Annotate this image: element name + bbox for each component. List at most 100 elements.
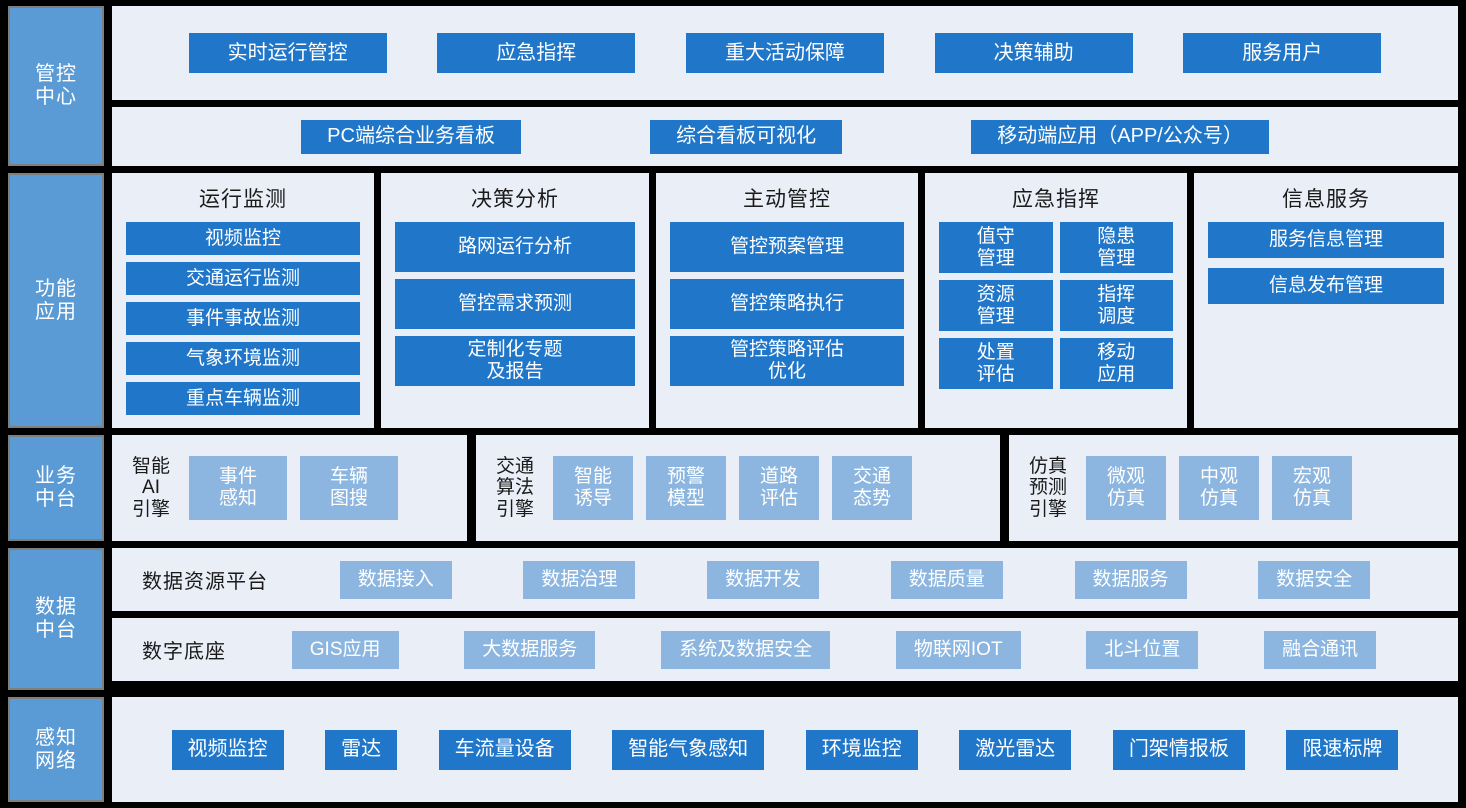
chip-dashboard-visualization[interactable]: 综合看板可视化 (650, 119, 843, 154)
group-label-ai-engine: 智能 AI 引擎 (132, 456, 171, 520)
chip-gis-application[interactable]: GIS应用 (291, 630, 399, 669)
chip-decision-support[interactable]: 决策辅助 (934, 33, 1133, 73)
chip-traffic-operation-monitoring[interactable]: 交通运行监测 (126, 262, 360, 295)
control-center-bottom-panel: PC端综合业务看板 综合看板可视化 移动端应用（APP/公众号） (112, 107, 1458, 166)
group-label-simulation-prediction-engine: 仿真 预测 引擎 (1029, 456, 1068, 520)
column-items-active-control: 管控预案管理 管控策略执行 管控策略评估 优化 (670, 222, 904, 386)
chip-macro-simulation[interactable]: 宏观 仿真 (1272, 456, 1353, 520)
chip-meso-simulation[interactable]: 中观 仿真 (1179, 456, 1260, 520)
layer-tag-functional-application: 功能 应用 (8, 173, 104, 428)
chip-information-release-management[interactable]: 信息发布管理 (1208, 268, 1444, 304)
column-decision-analysis: 决策分析 路网运行分析 管控需求预测 定制化专题 及报告 (381, 173, 649, 428)
chip-data-quality[interactable]: 数据质量 (890, 560, 1003, 599)
functional-application-columns: 运行监测 视频监控 交通运行监测 事件事故监测 气象环境监测 重点车辆监测 决策… (112, 173, 1458, 428)
column-title-decision-analysis: 决策分析 (471, 188, 559, 211)
chip-disposal-evaluation[interactable]: 处置 评估 (939, 338, 1053, 389)
chip-control-plan-management[interactable]: 管控预案管理 (670, 222, 904, 272)
chip-control-strategy-evaluation[interactable]: 管控策略评估 优化 (670, 336, 904, 386)
chip-road-network-analysis[interactable]: 路网运行分析 (395, 222, 635, 272)
chip-realtime-operation-control[interactable]: 实时运行管控 (188, 33, 387, 73)
business-platform-groups: 智能 AI 引擎 事件 感知 车辆 图搜 交通 算法 引擎 智能 诱导 预警 模… (112, 435, 1458, 541)
chip-road-evaluation[interactable]: 道路 评估 (739, 456, 820, 520)
chip-micro-simulation[interactable]: 微观 仿真 (1086, 456, 1167, 520)
chip-environment-monitoring[interactable]: 环境监控 (805, 729, 918, 770)
chip-weather-environment-monitoring[interactable]: 气象环境监测 (126, 342, 360, 375)
data-platform-panels: 数据资源平台 数据接入 数据治理 数据开发 数据质量 数据服务 数据安全 数字底… (112, 548, 1458, 690)
chip-duty-management[interactable]: 值守 管理 (939, 222, 1053, 273)
chip-incident-accident-monitoring[interactable]: 事件事故监测 (126, 302, 360, 335)
chip-pc-business-dashboard[interactable]: PC端综合业务看板 (301, 119, 521, 154)
chip-radar[interactable]: 雷达 (325, 729, 398, 770)
chip-data-service[interactable]: 数据服务 (1074, 560, 1187, 599)
label-digital-foundation: 数字底座 (142, 641, 226, 663)
chip-system-data-security[interactable]: 系统及数据安全 (661, 630, 831, 669)
chip-customized-topic-report[interactable]: 定制化专题 及报告 (395, 336, 635, 386)
chip-warning-model[interactable]: 预警 模型 (646, 456, 727, 520)
chip-smart-weather-sensing[interactable]: 智能气象感知 (612, 729, 765, 770)
layer-tag-data-platform: 数据 中台 (8, 548, 104, 690)
chip-traffic-flow-device[interactable]: 车流量设备 (438, 729, 571, 770)
chip-vehicle-image-search[interactable]: 车辆 图搜 (300, 456, 399, 520)
data-resource-platform-chips: 数据接入 数据治理 数据开发 数据质量 数据服务 数据安全 (268, 560, 1442, 599)
chip-speed-limit-sign[interactable]: 限速标牌 (1286, 729, 1399, 770)
chip-event-perception[interactable]: 事件 感知 (189, 456, 288, 520)
chip-control-demand-forecast[interactable]: 管控需求预测 (395, 279, 635, 329)
layer-tag-perception-network: 感知 网络 (8, 697, 104, 802)
chip-resource-management[interactable]: 资源 管理 (939, 280, 1053, 331)
column-items-operation-monitoring: 视频监控 交通运行监测 事件事故监测 气象环境监测 重点车辆监测 (126, 222, 360, 415)
chip-service-information-management[interactable]: 服务信息管理 (1208, 222, 1444, 258)
chip-control-strategy-execution[interactable]: 管控策略执行 (670, 279, 904, 329)
layer-functional-application: 功能 应用 运行监测 视频监控 交通运行监测 事件事故监测 气象环境监测 重点车… (8, 173, 1458, 428)
chip-data-ingestion[interactable]: 数据接入 (339, 560, 452, 599)
perception-network-panels: 视频监控 雷达 车流量设备 智能气象感知 环境监控 激光雷达 门架情报板 限速标… (112, 697, 1458, 802)
column-operation-monitoring: 运行监测 视频监控 交通运行监测 事件事故监测 气象环境监测 重点车辆监测 (112, 173, 374, 428)
column-active-control: 主动管控 管控预案管理 管控策略执行 管控策略评估 优化 (656, 173, 918, 428)
group-traffic-algorithm-engine: 交通 算法 引擎 智能 诱导 预警 模型 道路 评估 交通 态势 (476, 435, 1000, 541)
column-emergency-command: 应急指挥 值守 管理 隐患 管理 资源 管理 指挥 调度 处置 评估 移动 应用 (925, 173, 1187, 428)
digital-foundation-chips: GIS应用 大数据服务 系统及数据安全 物联网IOT 北斗位置 融合通讯 (226, 630, 1442, 669)
column-title-information-service: 信息服务 (1282, 188, 1370, 211)
chip-command-dispatch[interactable]: 指挥 调度 (1059, 280, 1173, 331)
layer-control-center: 管控 中心 实时运行管控 应急指挥 重大活动保障 决策辅助 服务用户 PC端综合… (8, 6, 1458, 166)
chip-gantry-information-board[interactable]: 门架情报板 (1112, 729, 1245, 770)
chip-mobile-application-emergency[interactable]: 移动 应用 (1059, 338, 1173, 389)
perception-network-panel: 视频监控 雷达 车流量设备 智能气象感知 环境监控 激光雷达 门架情报板 限速标… (112, 697, 1458, 802)
chip-mobile-application[interactable]: 移动端应用（APP/公众号） (971, 119, 1269, 154)
data-resource-platform-row: 数据资源平台 数据接入 数据治理 数据开发 数据质量 数据服务 数据安全 (112, 548, 1458, 611)
chip-data-development[interactable]: 数据开发 (707, 560, 820, 599)
chip-major-event-assurance[interactable]: 重大活动保障 (685, 33, 884, 73)
chip-iot[interactable]: 物联网IOT (895, 630, 1021, 669)
column-information-service: 信息服务 服务信息管理 信息发布管理 (1194, 173, 1458, 428)
layer-business-platform: 业务 中台 智能 AI 引擎 事件 感知 车辆 图搜 交通 算法 引擎 智能 诱… (8, 435, 1458, 541)
column-items-emergency-command: 值守 管理 隐患 管理 资源 管理 指挥 调度 处置 评估 移动 应用 (939, 222, 1173, 389)
group-ai-engine: 智能 AI 引擎 事件 感知 车辆 图搜 (112, 435, 467, 541)
chip-big-data-service[interactable]: 大数据服务 (464, 630, 596, 669)
chip-traffic-situation[interactable]: 交通 态势 (832, 456, 913, 520)
chip-hazard-management[interactable]: 隐患 管理 (1059, 222, 1173, 273)
chip-emergency-command[interactable]: 应急指挥 (437, 33, 636, 73)
column-title-active-control: 主动管控 (743, 188, 831, 211)
layer-perception-network: 感知 网络 视频监控 雷达 车流量设备 智能气象感知 环境监控 激光雷达 门架情… (8, 697, 1458, 802)
digital-foundation-row: 数字底座 GIS应用 大数据服务 系统及数据安全 物联网IOT 北斗位置 融合通… (112, 618, 1458, 681)
column-items-information-service: 服务信息管理 信息发布管理 (1208, 222, 1444, 304)
column-title-emergency-command: 应急指挥 (1012, 188, 1100, 211)
group-label-traffic-algorithm-engine: 交通 算法 引擎 (496, 456, 535, 520)
chip-lidar[interactable]: 激光雷达 (959, 729, 1072, 770)
chip-video-surveillance-device[interactable]: 视频监控 (171, 729, 284, 770)
chip-data-governance[interactable]: 数据治理 (523, 560, 636, 599)
chip-converged-communication[interactable]: 融合通讯 (1264, 630, 1377, 669)
control-center-panels: 实时运行管控 应急指挥 重大活动保障 决策辅助 服务用户 PC端综合业务看板 综… (112, 6, 1458, 166)
column-items-decision-analysis: 路网运行分析 管控需求预测 定制化专题 及报告 (395, 222, 635, 386)
chip-video-surveillance[interactable]: 视频监控 (126, 222, 360, 255)
column-title-operation-monitoring: 运行监测 (199, 188, 287, 211)
chip-beidou-positioning[interactable]: 北斗位置 (1086, 630, 1199, 669)
chip-key-vehicle-monitoring[interactable]: 重点车辆监测 (126, 382, 360, 415)
chip-smart-guidance[interactable]: 智能 诱导 (553, 456, 634, 520)
control-center-top-panel: 实时运行管控 应急指挥 重大活动保障 决策辅助 服务用户 (112, 6, 1458, 100)
chip-service-users[interactable]: 服务用户 (1183, 33, 1382, 73)
chip-data-security[interactable]: 数据安全 (1258, 560, 1371, 599)
layer-tag-control-center: 管控 中心 (8, 6, 104, 166)
layer-data-platform: 数据 中台 数据资源平台 数据接入 数据治理 数据开发 数据质量 数据服务 数据… (8, 548, 1458, 690)
group-simulation-prediction-engine: 仿真 预测 引擎 微观 仿真 中观 仿真 宏观 仿真 (1009, 435, 1458, 541)
